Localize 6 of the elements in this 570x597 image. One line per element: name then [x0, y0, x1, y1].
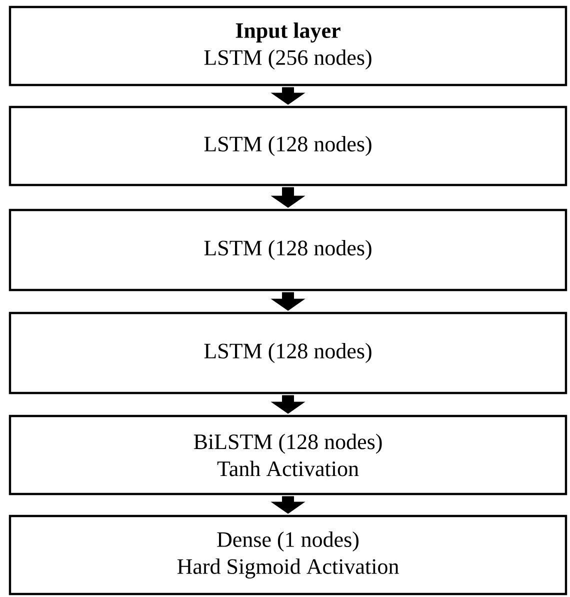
- layer-box: LSTM (128 nodes): [8, 312, 568, 394]
- layer-box: BiLSTM (128 nodes) Tanh Activation: [8, 414, 568, 496]
- layer-box: Input layer LSTM (256 nodes): [8, 6, 568, 86]
- layer-box: LSTM (128 nodes): [8, 106, 568, 186]
- layer-box: Dense (1 nodes) Hard Sigmoid Activation: [8, 514, 568, 596]
- layer-box: LSTM (128 nodes): [8, 208, 568, 292]
